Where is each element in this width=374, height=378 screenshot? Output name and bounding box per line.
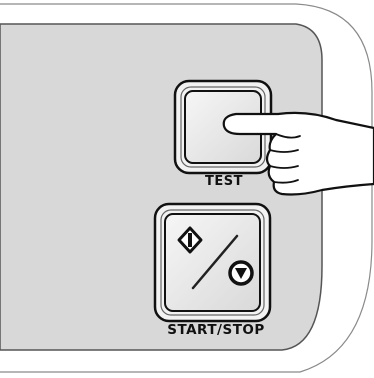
start-stop-button-label: START/STOP bbox=[146, 322, 286, 338]
circle-stop-icon bbox=[230, 262, 252, 284]
start-stop-button[interactable] bbox=[155, 204, 270, 321]
test-button-label: TEST bbox=[172, 174, 276, 189]
